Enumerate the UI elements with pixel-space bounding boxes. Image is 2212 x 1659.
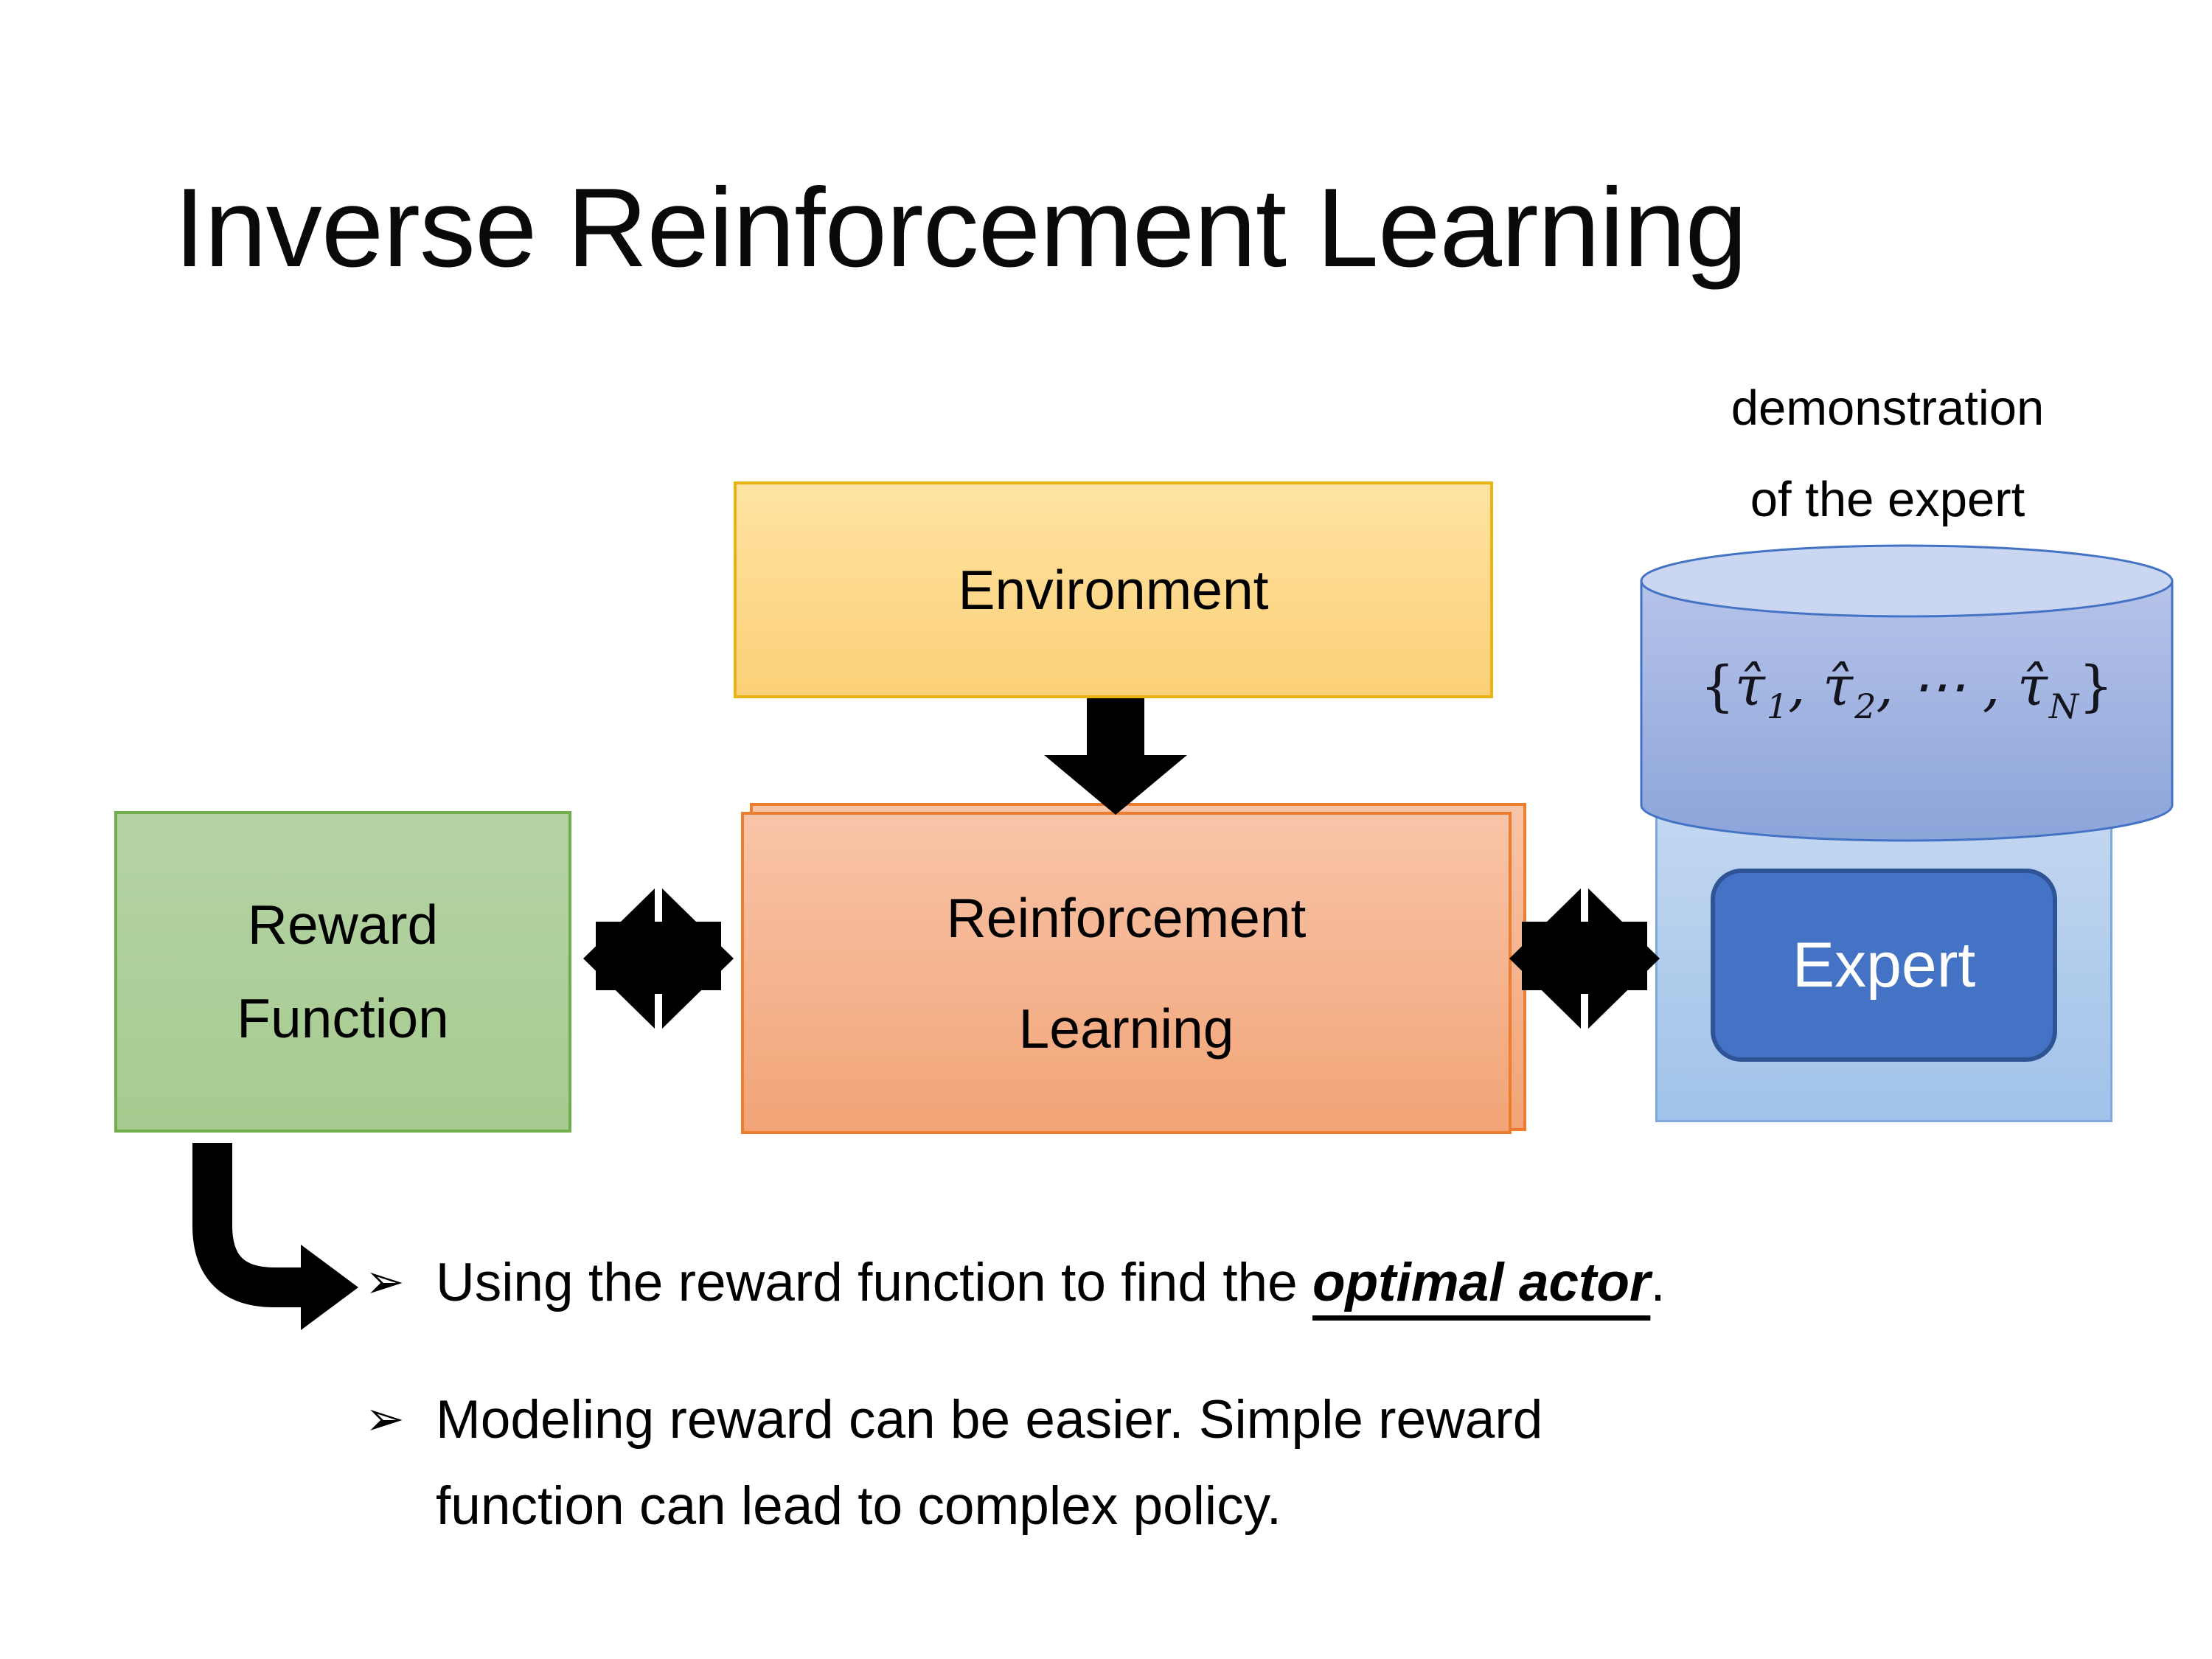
environment-box: Environment (734, 481, 1493, 698)
annotation-line2: of the expert (1750, 471, 2025, 527)
rl-label-line1: Reinforcement (946, 886, 1307, 949)
down-arrow-icon (1044, 698, 1187, 815)
bullet2-line2: function can lead to complex policy. (436, 1475, 1282, 1536)
formula-comma1: , (1788, 655, 1823, 718)
double-arrow-connector-right-icon (1509, 885, 1660, 1032)
expert-box: Expert (1711, 869, 2057, 1062)
bent-arrow-icon (192, 1143, 358, 1330)
formula-sub1: 1 (1766, 686, 1789, 726)
formula-tau3: τ̂ (2017, 655, 2048, 718)
formula-sub3: N (2048, 686, 2079, 726)
environment-label: Environment (958, 559, 1269, 621)
formula-sub2: 2 (1854, 686, 1877, 726)
bullet1-before: Using the reward function to find the (436, 1253, 1312, 1312)
formula-close-brace: } (2079, 655, 2114, 718)
bullet1-text: Using the reward function to find the op… (436, 1240, 1666, 1326)
demonstration-annotation: demonstration of the expert (1593, 363, 2183, 546)
rl-label-line2: Learning (1018, 997, 1234, 1060)
reward-label-line2: Function (237, 987, 449, 1049)
reward-function-box: Reward Function (114, 811, 571, 1133)
trajectory-set-formula: {τ̂1, τ̂2, ⋯ , τ̂N} (1638, 655, 2175, 726)
bullet1-after: . (1650, 1253, 1666, 1312)
page-title: Inverse Reinforcement Learning (174, 165, 1747, 291)
annotation-line1: demonstration (1731, 380, 2045, 436)
formula-tau1: τ̂ (1734, 655, 1765, 718)
formula-dots: , ⋯ , (1876, 655, 2017, 718)
formula-open-brace: { (1700, 655, 1735, 718)
bullet2-text: Modeling reward can be easier. Simple re… (436, 1377, 1543, 1550)
bullet2-line1: Modeling reward can be easier. Simple re… (436, 1390, 1543, 1450)
arrowhead-bullet-icon: ➢ (365, 1392, 405, 1445)
double-arrow-connector-left-icon (583, 885, 734, 1032)
reward-label-line1: Reward (247, 893, 439, 956)
demonstration-database-icon (1640, 544, 2174, 842)
expert-label: Expert (1792, 929, 1976, 1001)
bullet1-emphasis: optimal actor (1312, 1253, 1651, 1312)
formula-tau2: τ̂ (1823, 655, 1854, 718)
reinforcement-learning-box: Reinforcement Learning (741, 812, 1512, 1134)
bullet-item-1: ➢ Using the reward function to find the … (365, 1240, 2135, 1326)
bullet-item-2: ➢ Modeling reward can be easier. Simple … (365, 1377, 2135, 1550)
arrowhead-bullet-icon: ➢ (365, 1255, 405, 1308)
